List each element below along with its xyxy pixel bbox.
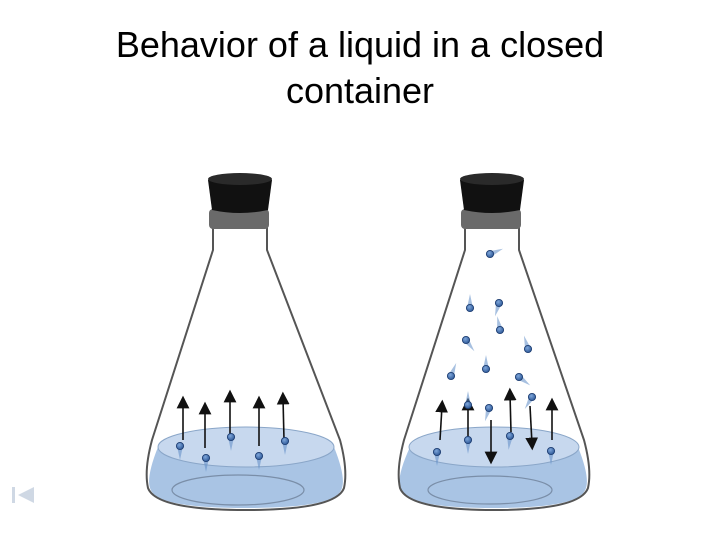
right-exchange-arrows [435,387,559,465]
left-molecule-3 [226,432,236,442]
right-molecule-3 [494,298,504,308]
left-flask-stopper-top [208,173,272,185]
slide-title-line-2: container [285,70,435,111]
right-molecule-12 [484,403,494,413]
right-molecule-1 [485,249,495,259]
left-molecule-2 [201,453,211,463]
left-molecules [175,432,290,472]
right-molecule-9 [514,372,524,382]
right-flask-stopper [460,175,524,213]
left-flask-base-ellipse [171,474,305,506]
left-flask-glass [145,208,347,512]
right-arrow-5 [525,405,539,451]
right-molecules [432,248,556,466]
slide-title: Behavior of a liquid in a closed contain… [0,22,720,114]
left-molecule-5 [280,436,290,446]
right-molecule-7 [481,364,491,374]
right-molecule-5 [495,325,505,335]
right-molecule-14 [463,435,473,445]
left-flask-liquid-surface [157,426,335,468]
left-flask-stopper [208,175,272,213]
right-molecule-11 [463,400,473,410]
right-molecule-4 [461,335,471,345]
right-flask-liquid-surface [408,426,580,468]
right-arrow-1 [435,399,449,441]
left-molecule-1 [175,441,185,451]
left-flask-stopper-band [209,209,269,229]
nav-back-icon [12,487,34,503]
right-molecule-13 [432,447,442,457]
right-flask-stopper-band [461,209,521,229]
right-flask-stopper-top [460,173,524,185]
slide-title-line-1: Behavior of a liquid in a closed [115,24,605,65]
right-molecule-6 [523,344,533,354]
right-arrow-4 [503,387,517,433]
right-flask [397,173,591,512]
right-flask-glass [397,208,591,512]
right-molecule-10 [527,392,537,402]
right-molecule-15 [505,431,515,441]
right-molecule-2 [465,303,475,313]
right-molecule-16 [546,446,556,456]
left-evaporation-arrows [176,389,290,448]
left-arrow-5 [276,391,290,441]
nav-back-button[interactable] [10,484,36,506]
right-molecule-8 [446,371,456,381]
right-flask-base-ellipse [427,475,553,505]
left-molecule-4 [254,451,264,461]
left-flask [145,173,347,512]
